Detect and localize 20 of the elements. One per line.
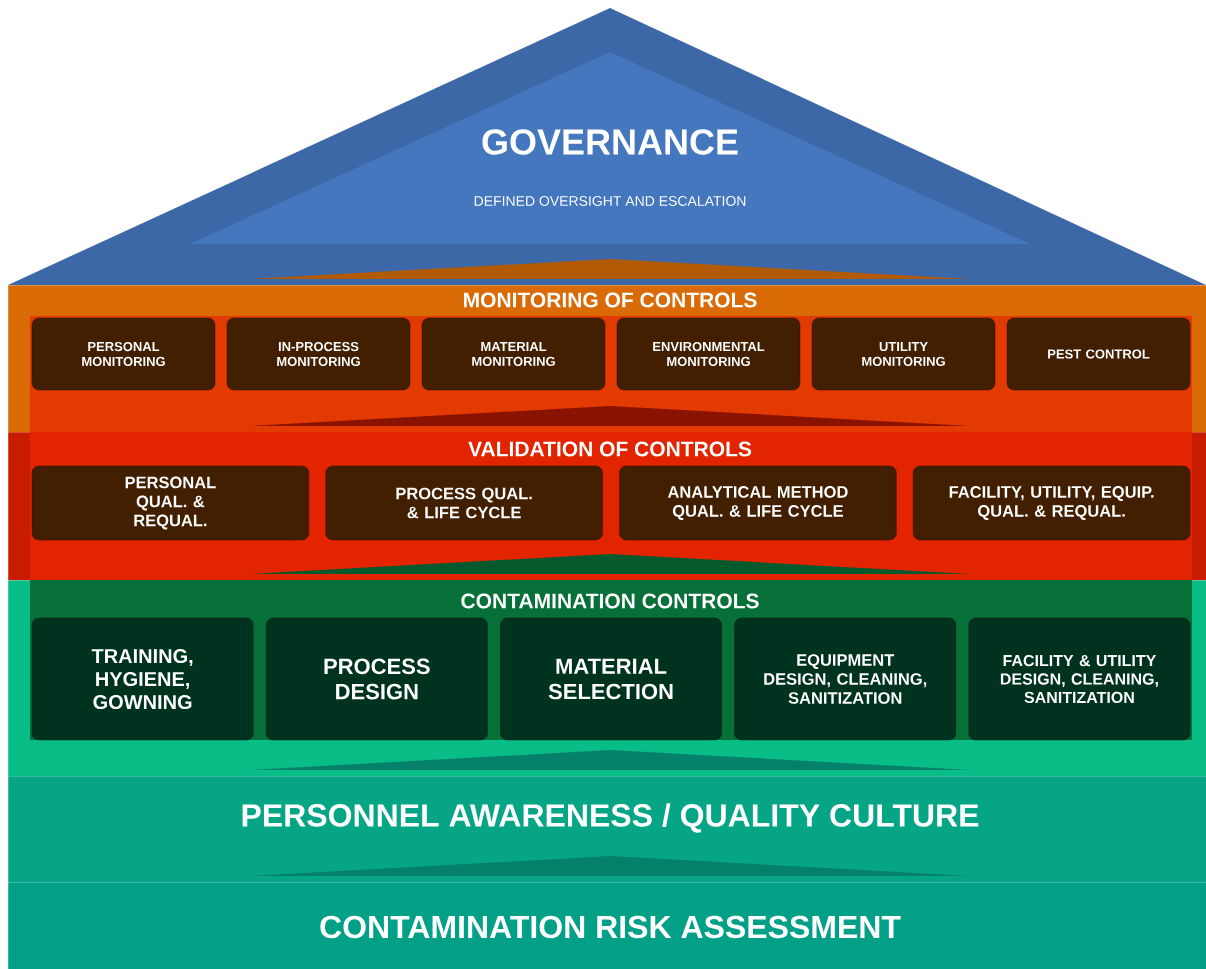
control-box: PROCESS QUAL. & LIFE CYCLE bbox=[325, 465, 603, 541]
control-box: EQUIPMENT DESIGN, CLEANING, SANITIZATION bbox=[734, 617, 957, 741]
control-box: UTILITY MONITORING bbox=[811, 317, 996, 391]
control-box: ANALYTICAL METHOD QUAL. & LIFE CYCLE bbox=[619, 465, 897, 541]
control-box: MATERIAL SELECTION bbox=[500, 617, 722, 741]
control-box: IN-PROCESS MONITORING bbox=[226, 317, 411, 391]
control-box: PERSONAL MONITORING bbox=[31, 317, 216, 391]
roof: GOVERNANCE DEFINED OVERSIGHT AND ESCALATION bbox=[8, 8, 1206, 285]
control-box: FACILITY & UTILITY DESIGN, CLEANING, SANITIZATION bbox=[968, 617, 1191, 741]
control-box: TRAINING, HYGIENE, GOWNING bbox=[31, 617, 254, 741]
control-box: PEST CONTROL bbox=[1006, 317, 1191, 391]
control-box: ENVIRONMENTAL MONITORING bbox=[616, 317, 801, 391]
control-box: PERSONAL QUAL. & REQUAL. bbox=[31, 465, 309, 541]
node-label: PERSONNEL AWARENESS / QUALITY CULTURE bbox=[242, 803, 979, 833]
control-box: FACILITY, UTILITY, EQUIP. QUAL. & REQUAL. bbox=[913, 465, 1191, 541]
control-box: MATERIAL MONITORING bbox=[421, 317, 606, 391]
layer-band: CONTAMINATION RISK ASSESSMENT bbox=[8, 882, 1206, 969]
control-box: PROCESS DESIGN bbox=[266, 617, 488, 741]
layer-band: PERSONNEL AWARENESS / QUALITY CULTURE bbox=[8, 776, 1206, 883]
node-label: CONTAMINATION RISK ASSESSMENT bbox=[320, 915, 901, 939]
